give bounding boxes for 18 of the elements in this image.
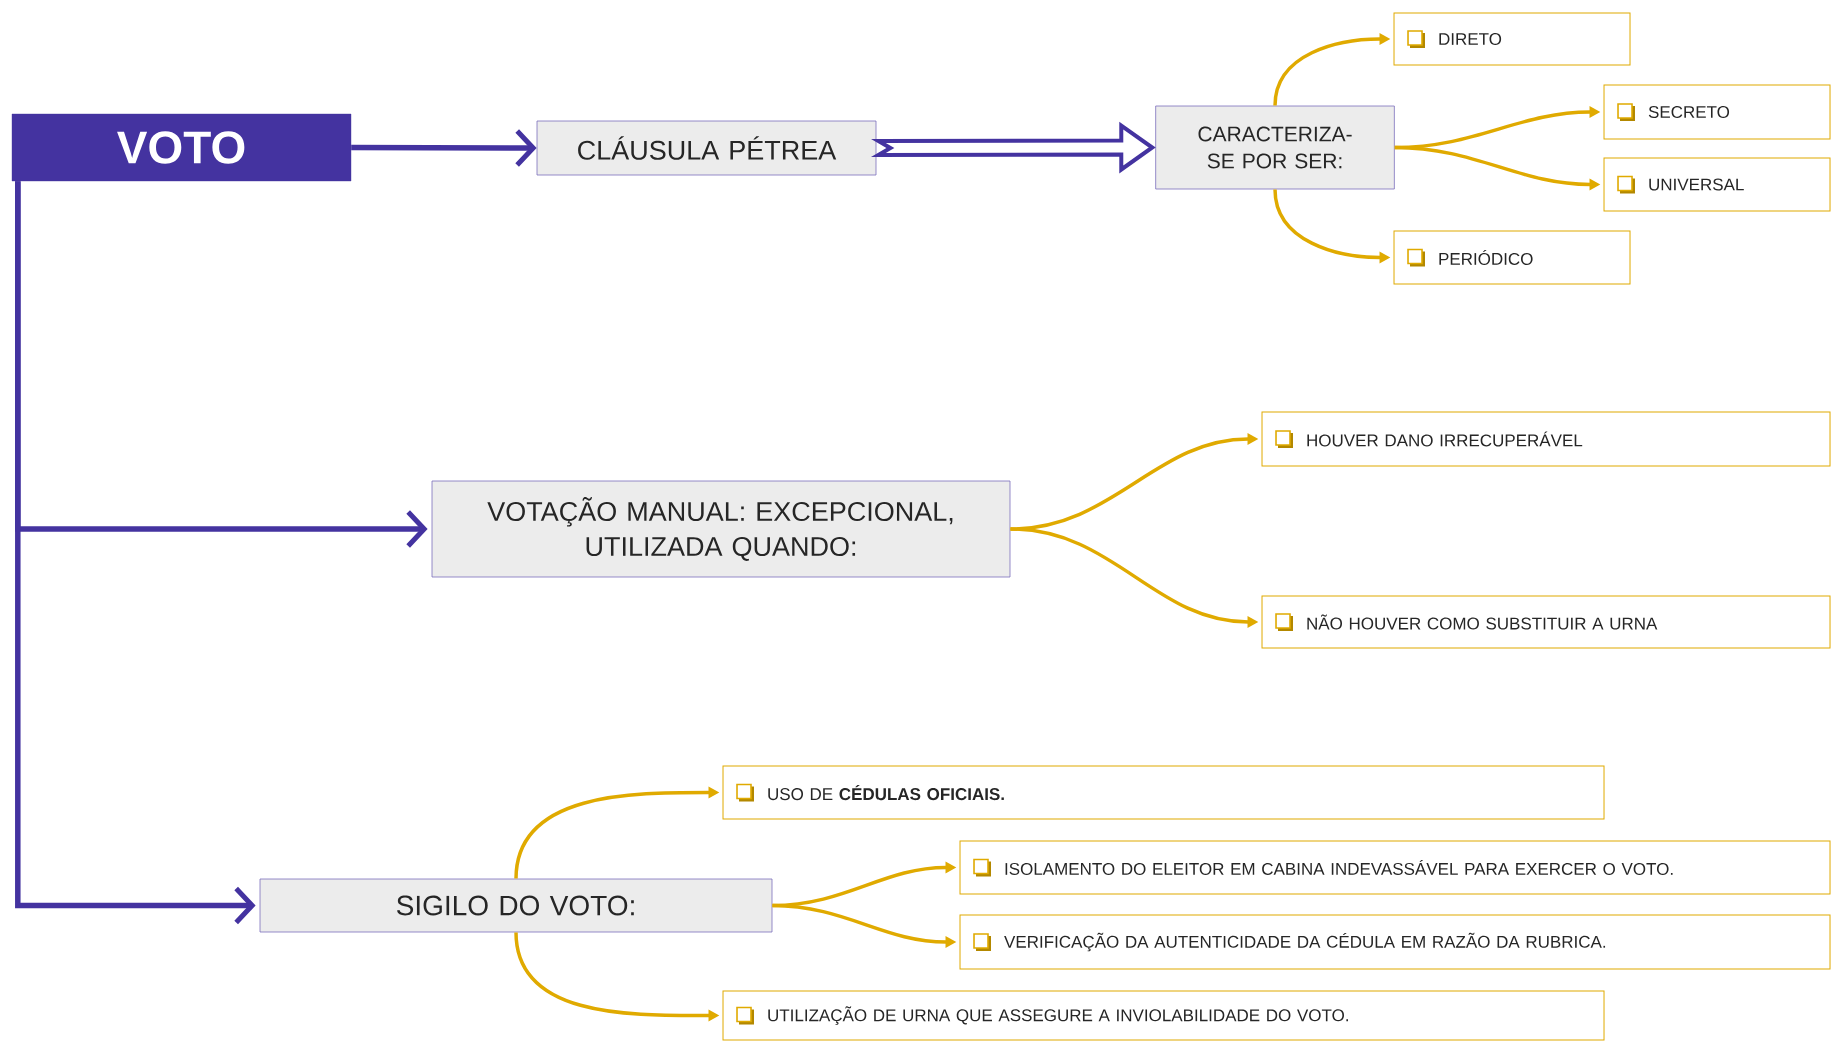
item-box: NÃO HOUVER COMO SUBSTITUIR A URNA xyxy=(1261,595,1831,649)
concept-box: VOTAÇÃO MANUAL: EXCEPCIONAL, UTILIZADA QUANDO: xyxy=(431,480,1011,578)
item-box: VERIFICAÇÃO DA AUTENTICIDADE DA CÉDULA EM RAZÃO DA RUBRICA. xyxy=(959,914,1831,970)
item-box: SECRETO xyxy=(1603,84,1831,140)
arrow xyxy=(15,181,256,925)
arrow xyxy=(351,129,537,167)
concept-box: CARACTERIZA-SE POR SER: xyxy=(1155,105,1395,190)
concept-box: SIGILO DO VOTO: xyxy=(259,878,773,933)
arrow xyxy=(870,121,1156,174)
title-box: VOTO xyxy=(11,113,352,182)
item-box: ISOLAMENTO DO ELEITOR EM CABINA INDEVASSÁVEL PARA EXERCER O VOTO. xyxy=(959,840,1831,895)
item-box: PERIÓDICO xyxy=(1393,230,1631,285)
concept-box: CLÁUSULA PÉTREA xyxy=(536,120,877,176)
item-box: USO DE CÉDULAS OFICIAIS. xyxy=(722,765,1605,820)
item-box: UTILIZAÇÃO DE URNA QUE ASSEGURE A INVIOLABILIDADE DO VOTO. xyxy=(722,990,1605,1041)
item-box: DIRETO xyxy=(1393,12,1631,66)
item-box: UNIVERSAL xyxy=(1603,157,1831,212)
item-box: HOUVER DANO IRRECUPERÁVEL xyxy=(1261,411,1831,467)
